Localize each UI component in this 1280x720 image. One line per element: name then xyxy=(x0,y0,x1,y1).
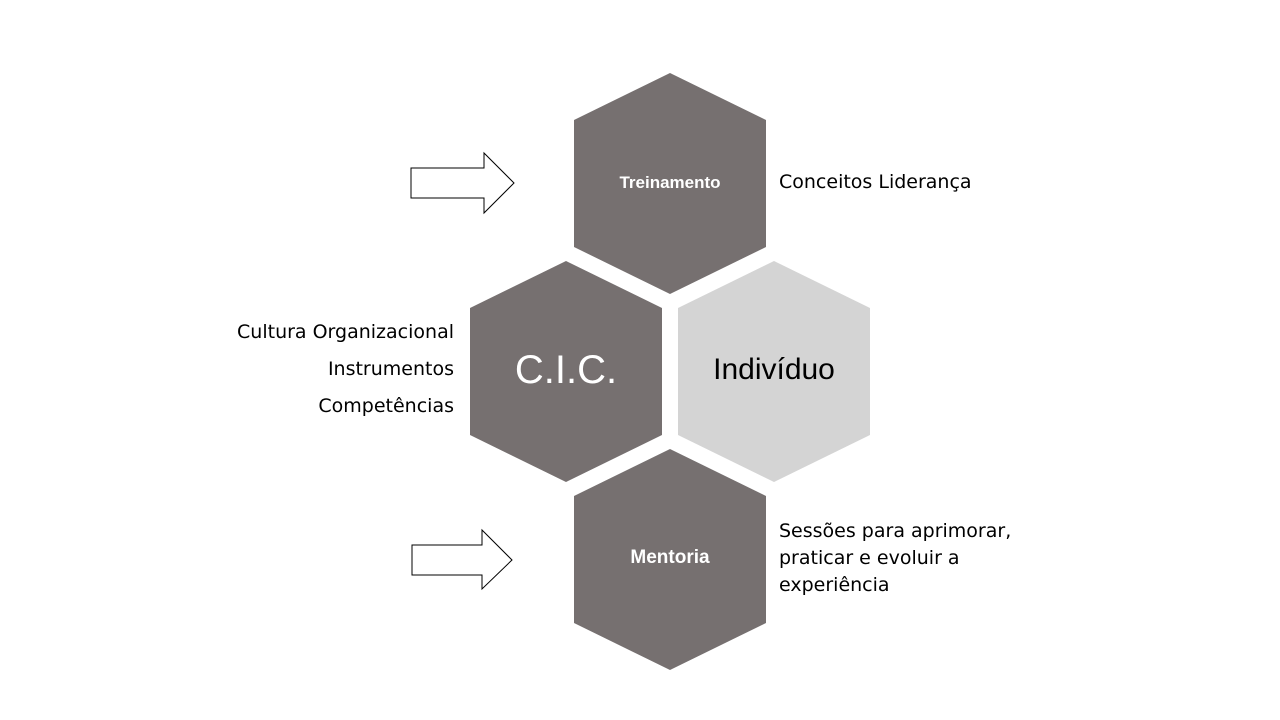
individuo-label: Indivíduo xyxy=(713,353,835,386)
treinamento-description: Conceitos Liderança xyxy=(779,171,972,193)
hexagon-treinamento xyxy=(574,73,766,294)
mentoria-description-line-2: praticar e evoluir a xyxy=(779,547,960,569)
cic-item-instrumentos: Instrumentos xyxy=(327,358,454,380)
hexagon-individuo xyxy=(678,261,870,482)
cic-item-cultura: Cultura Organizacional xyxy=(237,321,454,343)
right-arrow-bottom-icon xyxy=(411,528,513,591)
hexagon-cic xyxy=(470,261,662,482)
right-arrow-top-icon xyxy=(410,151,515,215)
mentoria-description-line-1: Sessões para aprimorar, xyxy=(779,520,1012,542)
mentoria-description-line-3: experiência xyxy=(779,574,890,596)
mentoria-label: Mentoria xyxy=(630,547,710,568)
hexagon-mentoria xyxy=(574,449,766,670)
treinamento-label: Treinamento xyxy=(619,173,721,192)
cic-item-competencias: Competências xyxy=(318,395,454,417)
cic-label: C.I.C. xyxy=(514,347,618,392)
